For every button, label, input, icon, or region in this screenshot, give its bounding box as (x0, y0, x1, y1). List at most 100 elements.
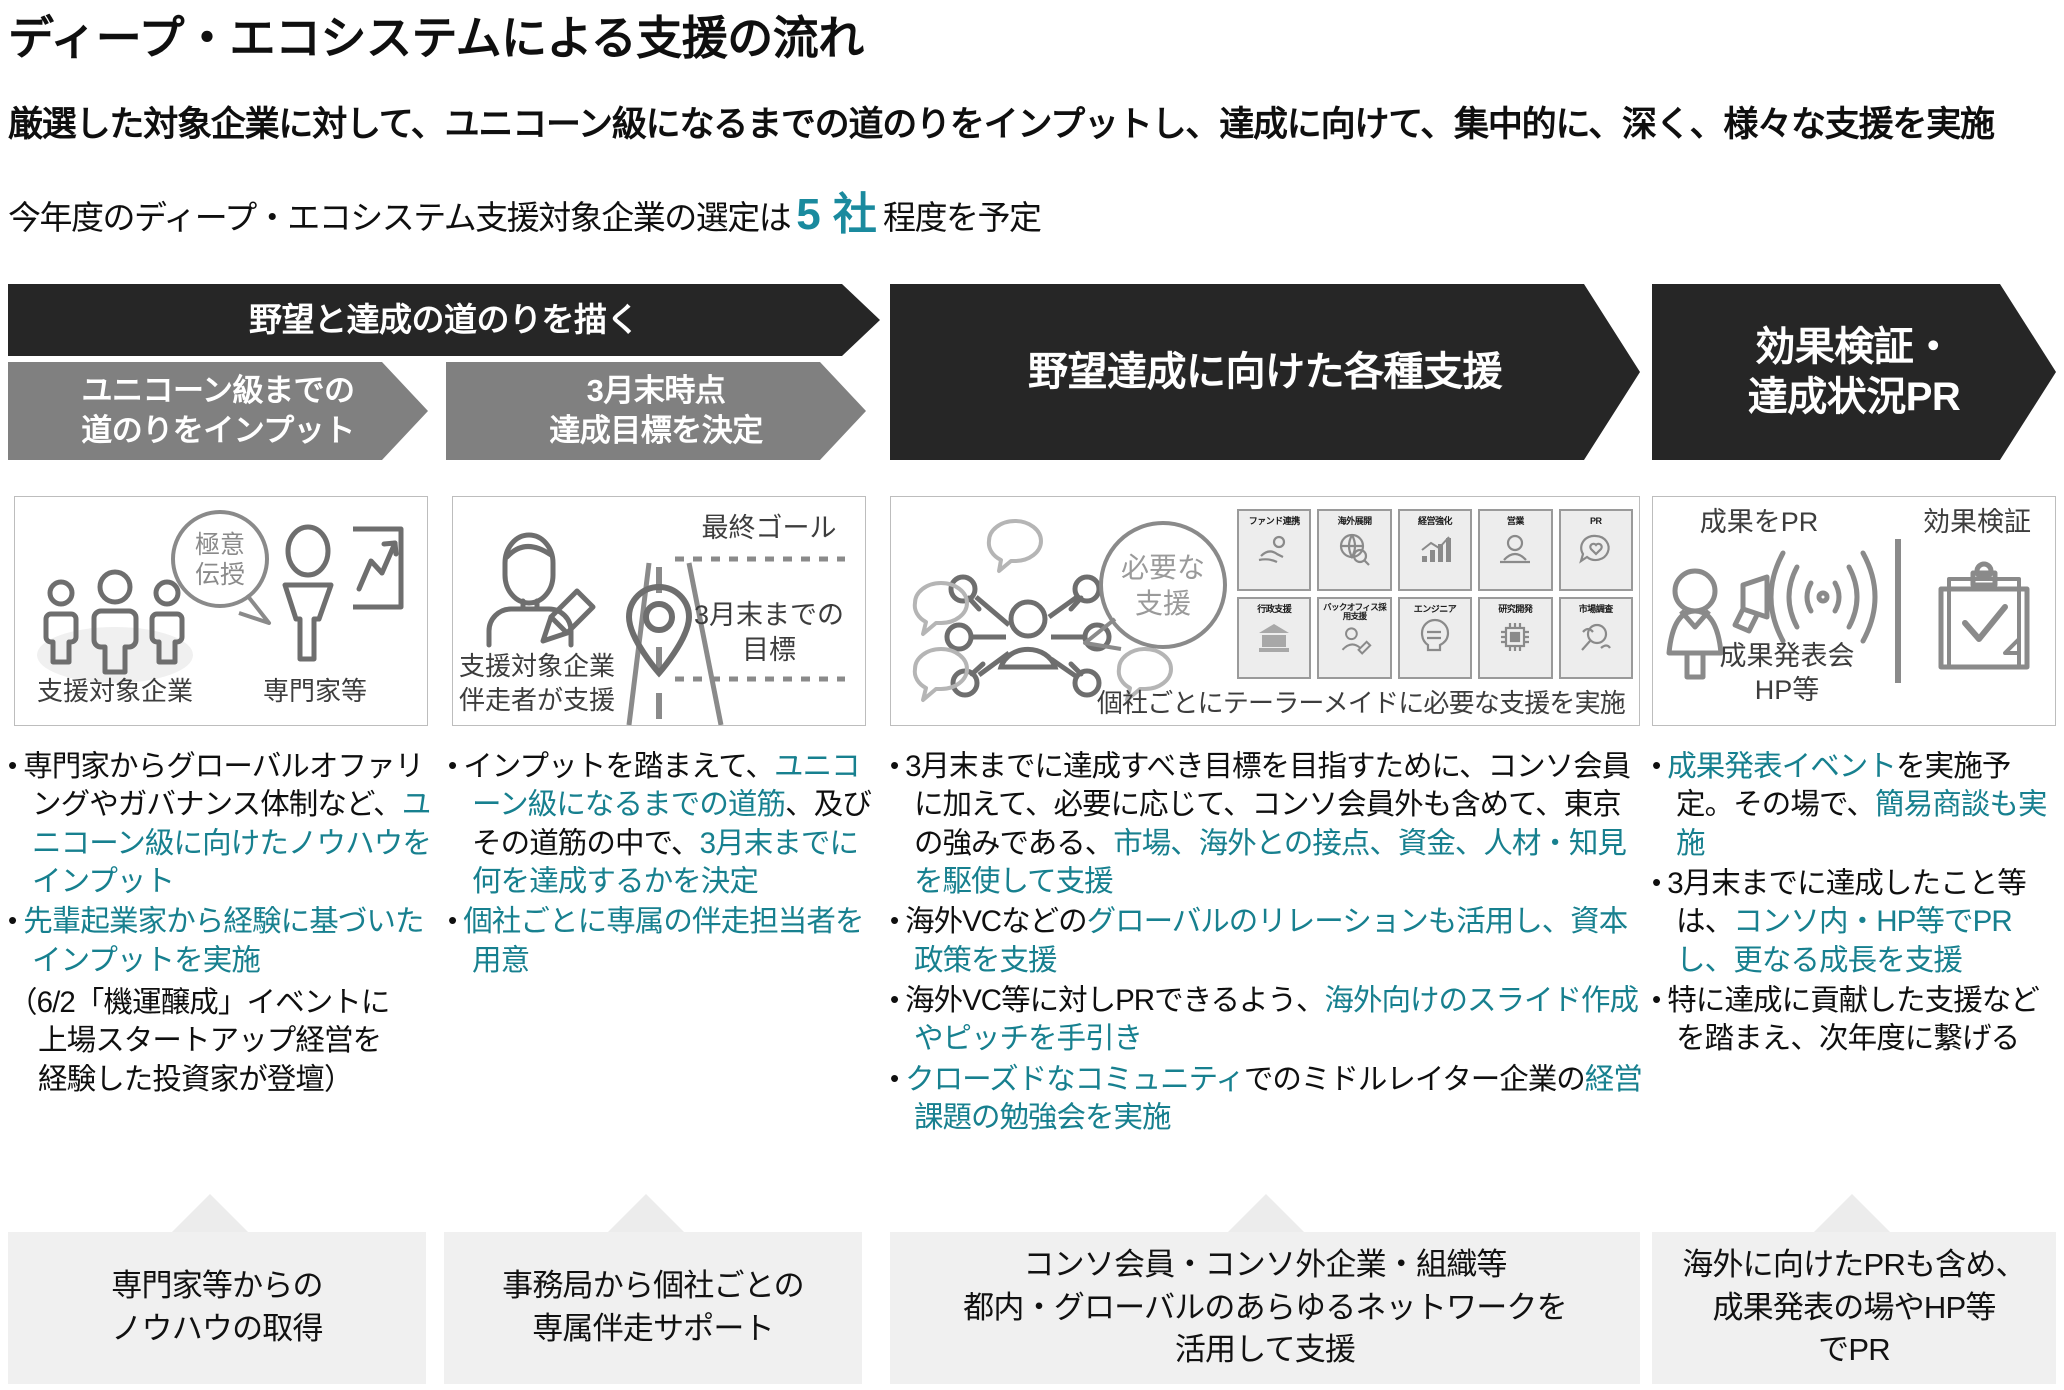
illustration-panel-tailored-support: 必要な 支援 ファンド連携 海外展開 経営強化 営業 (890, 496, 1640, 726)
column1-note-line2: 上場スタートアップ経営を (38, 1024, 382, 1058)
subtitle-after-text: 程度を予定 (882, 199, 1042, 236)
bottom-box-2-line2: 専属伴走サポート (532, 1311, 774, 1346)
bullet-item: 3月末までに達成すべき目標を目指すために、コンソ会員に加えて、必要に応じて、コン… (890, 748, 1642, 901)
up-arrow-icon-2 (606, 1194, 686, 1262)
support-tile-label: 経営強化 (1417, 516, 1453, 526)
bullet-text-run: 特に達成に貢献した支援などを踏まえ、次年度に繋げる (1667, 984, 2040, 1056)
banner-phase-various-support: 野望達成に向けた各種支援 (890, 284, 1640, 460)
support-tile: PR (1558, 509, 1633, 591)
column1-note: （6/2「機運醸成」イベントに 上場スタートアップ経営を 経験した投資家が登壇） (8, 984, 436, 1099)
bullet-item: 先輩起業家から経験に基づいたインプットを実施 (8, 903, 436, 980)
bottom-box-3-line1: コンソ会員・コンソ外企業・組織等 (1023, 1246, 1507, 1282)
bullet-text-run: 3月末までに達成したこと等は、 (1667, 867, 2027, 939)
subtitle-before-text: 今年度のディープ・エコシステム支援対象企業の選定は (8, 199, 792, 236)
up-arrow-icon-4 (1812, 1194, 1892, 1262)
illustration-panel-roadmap: 最終ゴール 3月末までの 目標 支援対象企業 伴走者が支援 (452, 496, 866, 726)
illus2-label-march-target-line2: 目標 (742, 635, 796, 665)
bullet-item: 専門家からグローバルオファリングやガバナンス体制など、ユニコーン級に向けたノウハ… (8, 748, 436, 901)
head-circuit-icon (1420, 618, 1450, 652)
support-tile-label: 営業 (1506, 516, 1525, 526)
subbanner-march-target: 3月末時点 達成目標を決定 (446, 362, 866, 460)
bullets-column-1: 専門家からグローバルオファリングやガバナンス体制など、ユニコーン級に向けたノウハ… (8, 748, 436, 1099)
banner-phase-draw-roadmap: 野望と達成の道のりを描く (8, 284, 880, 356)
bullet-list: 成果発表イベントを実施予定。その場で、簡易商談も実施3月末までに達成したこと等は… (1652, 748, 2060, 1059)
support-tile-label: ファンド連携 (1248, 516, 1301, 526)
bullet-item: 海外VCなどのグローバルのリレーションも活用し、資本政策を支援 (890, 903, 1642, 980)
subbanner-input-roadmap-line2: 道のりをインプット (81, 413, 355, 448)
bullet-text-run: 簡易商談も実施 (1676, 788, 2048, 860)
bullet-text-run: 市場、海外との接点、資金、人材・知見を駆使して支援 (914, 826, 1627, 899)
bullet-text-run: を実施予定。その場で、 (1676, 750, 2011, 822)
illus4-label-event-line2: HP等 (1755, 675, 1820, 705)
subtitle-primary: 厳選した対象企業に対して、ユニコーン級になるまでの道のりをインプットし、達成に向… (8, 105, 1995, 144)
bullet-item: 特に達成に貢献した支援などを踏まえ、次年度に繋げる (1652, 982, 2060, 1059)
illustration-pr-verify-graphic: 成果をPR 効果検証 成果発表会 HP等 (1666, 507, 2031, 705)
bullet-text-run: 3月末までに達成すべき目標を目指すために、コンソ会員に加えて、必要に応じて、コン… (905, 750, 1631, 860)
support-tile: エンジニア (1397, 597, 1473, 679)
support-tile: ファンド連携 (1237, 509, 1312, 591)
bullet-text-run: インプットを踏まえて、 (463, 750, 775, 783)
support-tile-label: PR (1590, 516, 1602, 526)
bullet-text-run: ユニコーン級になるまでの道筋 (472, 750, 861, 822)
bottom-box-3-line2: 都内・グローバルのあらゆるネットワークを (963, 1289, 1568, 1325)
illus3-caption: 個社ごとにテーラーメイドに必要な支援を実施 (1096, 688, 1626, 718)
subbanner-input-roadmap: ユニコーン級までの 道のりをインプット (8, 362, 428, 460)
illus3-bubble-line1: 必要な (1121, 552, 1205, 583)
bottom-box-4-line1: 海外に向けたPRも含め、 (1682, 1246, 2026, 1282)
bullet-text-run: 専門家からグローバルオファリングやガバナンス体制など、 (23, 750, 424, 822)
column1-note-line3: 経験した投資家が登壇） (38, 1062, 354, 1096)
market-research-magnifier-icon (1580, 623, 1611, 651)
bullet-text-run: 先輩起業家から経験に基づいたインプットを実施 (23, 905, 424, 977)
bullet-text-run: 個社ごとに専属の伴走担当者を用意 (463, 905, 864, 977)
person-desk-icon (1500, 534, 1531, 564)
bottom-box-1-line2: ノウハウの取得 (111, 1311, 323, 1346)
support-tile-grid: ファンド連携 海外展開 経営強化 営業 PR (1237, 509, 1633, 679)
illus2-label-support-line2: 伴走者が支援 (459, 685, 615, 715)
illus4-label-event-line1: 成果発表会 (1720, 641, 1855, 671)
support-tile: バックオフィス採用支援 (1317, 597, 1392, 679)
bottom-box-4-line3: でPR (1818, 1332, 1890, 1368)
bullet-text-run: 海外VCなどの (905, 905, 1087, 939)
bullet-list: 専門家からグローバルオファリングやガバナンス体制など、ユニコーン級に向けたノウハ… (8, 748, 436, 980)
bullet-item: 成果発表イベントを実施予定。その場で、簡易商談も実施 (1652, 748, 2060, 863)
bullet-item: インプットを踏まえて、ユニコーン級になるまでの道筋、及びその道筋の中で、3月末ま… (448, 748, 876, 901)
bottom-box-1-line1: 専門家等からの (111, 1268, 323, 1304)
bullet-text-run: 海外向けのスライド作成やピッチを手引き (914, 984, 1639, 1056)
bullet-text-run: ユニコーン級に向けたノウハウをインプット (32, 788, 432, 899)
illustration-experts-graphic: 極意 伝授 支援対象企業 専門家等 (37, 510, 404, 706)
bottom-box-2: 事務局から個社ごとの 専属伴走サポート (444, 1232, 862, 1384)
bullet-text-run: コンソ内・HP等でPRし、更なる成長を支援 (1676, 905, 2013, 977)
bullet-text-run: 経営課題の勉強会を実施 (914, 1062, 1643, 1135)
globe-search-icon (1339, 533, 1370, 566)
subbanner-march-target-line2: 達成目標を決定 (549, 413, 763, 448)
bullet-text-run: 海外VC等に対しPRできるよう、 (905, 984, 1325, 1018)
illus4-label-pr: 成果をPR (1700, 507, 1819, 537)
support-tile: 海外展開 (1317, 509, 1392, 591)
illustration-panel-experts: 極意 伝授 支援対象企業 専門家等 (14, 496, 428, 726)
company-count-accent: 5 社 (796, 190, 877, 239)
bottom-box-2-line1: 事務局から個社ごとの (502, 1268, 805, 1304)
support-tile-label: 市場調査 (1578, 604, 1614, 614)
hand-coin-icon (1258, 535, 1286, 563)
bullet-text-run: グローバルのリレーションも活用し、資本政策を支援 (914, 905, 1628, 977)
bottom-box-4-line2: 成果発表の場やHP等 (1712, 1289, 1996, 1325)
panel-divider (1895, 539, 1901, 683)
illus2-label-march-target-line1: 3月末までの (694, 600, 844, 630)
page-title: ディープ・エコシステムによる支援の流れ (8, 12, 864, 64)
bullet-text-run: 成果発表イベント (1667, 750, 1897, 783)
bar-chart-growth-icon (1421, 536, 1451, 562)
heart-chat-icon (1578, 534, 1610, 564)
bullet-text-run: クローズドなコミュニティ (905, 1062, 1245, 1096)
support-tile: 研究開発 (1478, 597, 1553, 679)
banner-phase-verify-pr-line2: 達成状況PR (1747, 375, 1961, 419)
support-tile: 経営強化 (1397, 509, 1473, 591)
cpu-chip-icon (1501, 623, 1530, 651)
bullet-text-run: 3月末までに何を達成するかを決定 (472, 826, 859, 899)
banner-phase-verify-pr-line1: 効果検証・ (1755, 325, 1953, 369)
support-tile-label: エンジニア (1413, 604, 1457, 614)
bottom-box-4: 海外に向けたPRも含め、 成果発表の場やHP等 でPR (1652, 1232, 2056, 1384)
speech-bubble-line1-text: 極意 (195, 531, 245, 559)
bullet-text-run: 、及びその道筋の中で、 (472, 788, 872, 860)
subbanner-input-roadmap-line1: ユニコーン級までの (81, 373, 355, 409)
illus2-label-final-goal: 最終ゴール (702, 513, 837, 543)
